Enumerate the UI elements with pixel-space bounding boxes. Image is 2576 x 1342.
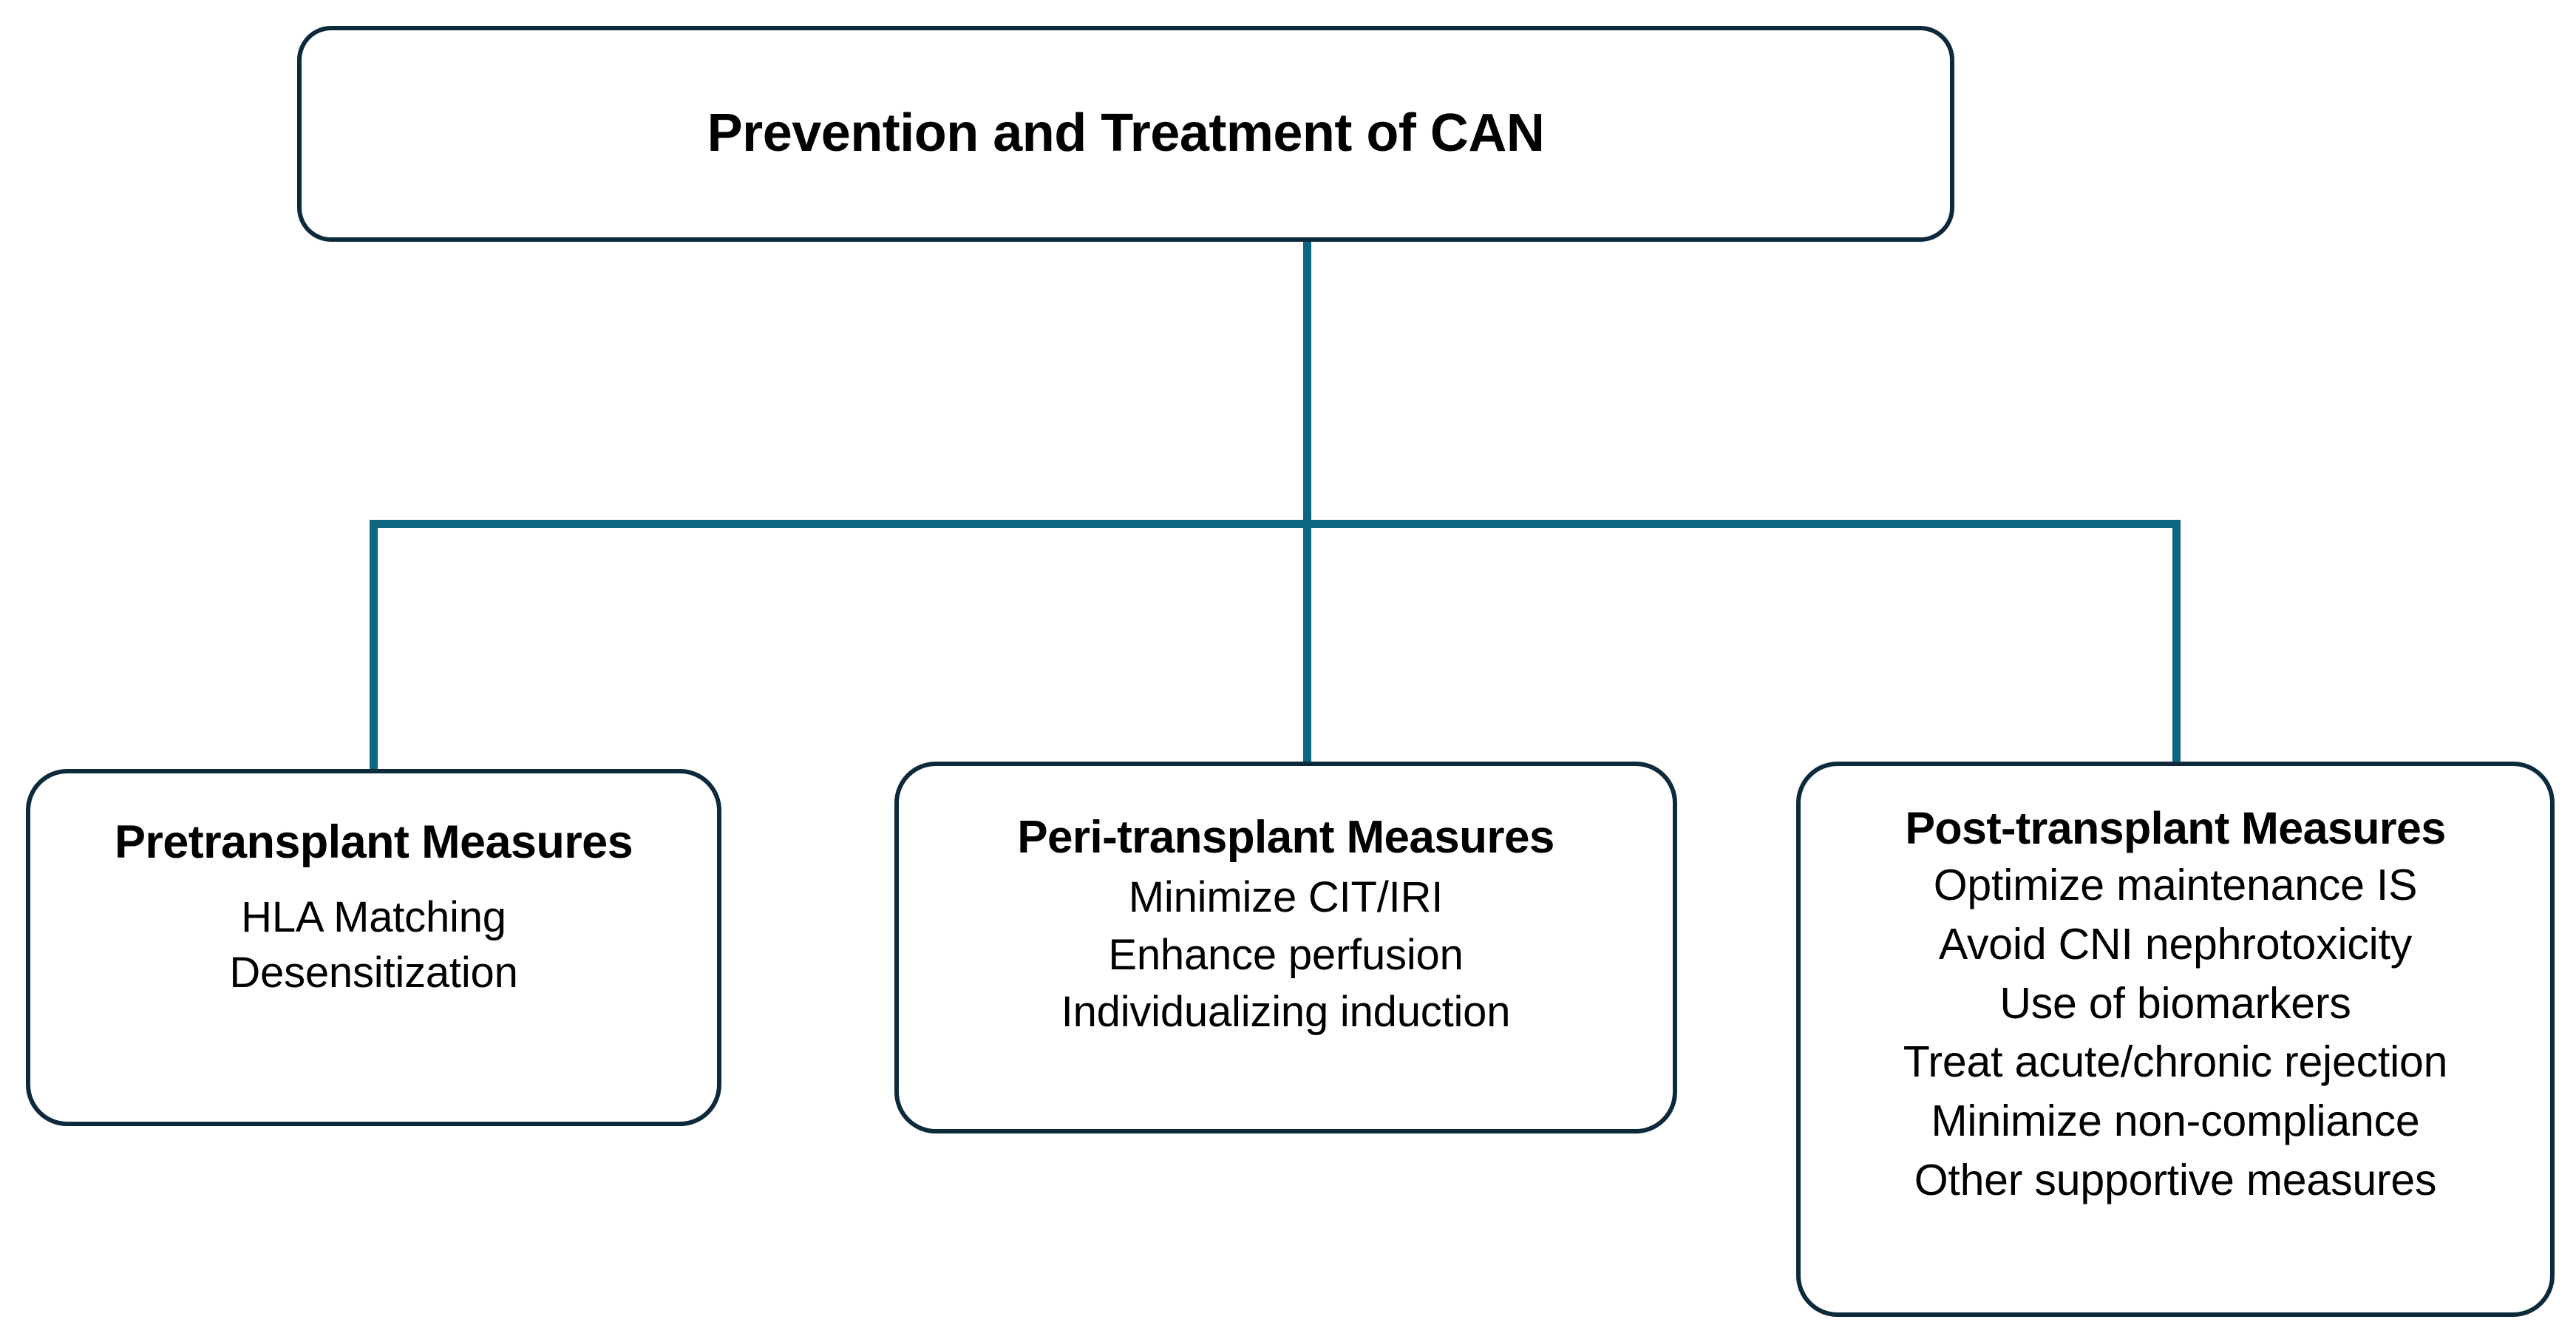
node-posttransplant-lines: Optimize maintenance IS Avoid CNI nephro… <box>1903 856 2448 1210</box>
node-posttransplant-heading: Post-transplant Measures <box>1905 803 2446 853</box>
list-item: Optimize maintenance IS <box>1933 861 2418 910</box>
list-item: Desensitization <box>229 948 518 997</box>
list-item: Other supportive measures <box>1914 1155 2437 1204</box>
node-pretransplant-heading: Pretransplant Measures <box>114 816 633 868</box>
node-root[interactable]: Prevention and Treatment of CAN <box>297 26 1954 242</box>
list-item: Individualizing induction <box>1061 987 1511 1036</box>
node-posttransplant[interactable]: Post-transplant Measures Optimize mainte… <box>1796 762 2555 1317</box>
node-peritransplant-heading: Peri-transplant Measures <box>1017 812 1554 863</box>
list-item: Minimize non-compliance <box>1931 1096 2420 1145</box>
list-item: Avoid CNI nephrotoxicity <box>1938 919 2413 969</box>
connector-horizontal-bus <box>370 520 2181 528</box>
list-item: Enhance perfusion <box>1108 930 1464 979</box>
connector-bus-to-posttransplant <box>2172 520 2181 765</box>
list-item: Use of biomarkers <box>1999 978 2351 1028</box>
connector-bus-to-peritransplant <box>1303 520 1311 765</box>
node-peritransplant[interactable]: Peri-transplant Measures Minimize CIT/IR… <box>894 762 1677 1133</box>
node-pretransplant-lines: HLA Matching Desensitization <box>229 889 518 1001</box>
connector-root-to-bus <box>1303 238 1311 528</box>
list-item: Treat acute/chronic rejection <box>1903 1037 2448 1087</box>
node-pretransplant[interactable]: Pretransplant Measures HLA Matching Dese… <box>26 769 721 1126</box>
list-item: HLA Matching <box>241 892 506 941</box>
list-item: Minimize CIT/IRI <box>1128 873 1444 922</box>
node-peritransplant-lines: Minimize CIT/IRI Enhance perfusion Indiv… <box>1061 869 1511 1040</box>
connector-bus-to-pretransplant <box>370 520 378 773</box>
node-root-title: Prevention and Treatment of CAN <box>707 104 1545 163</box>
